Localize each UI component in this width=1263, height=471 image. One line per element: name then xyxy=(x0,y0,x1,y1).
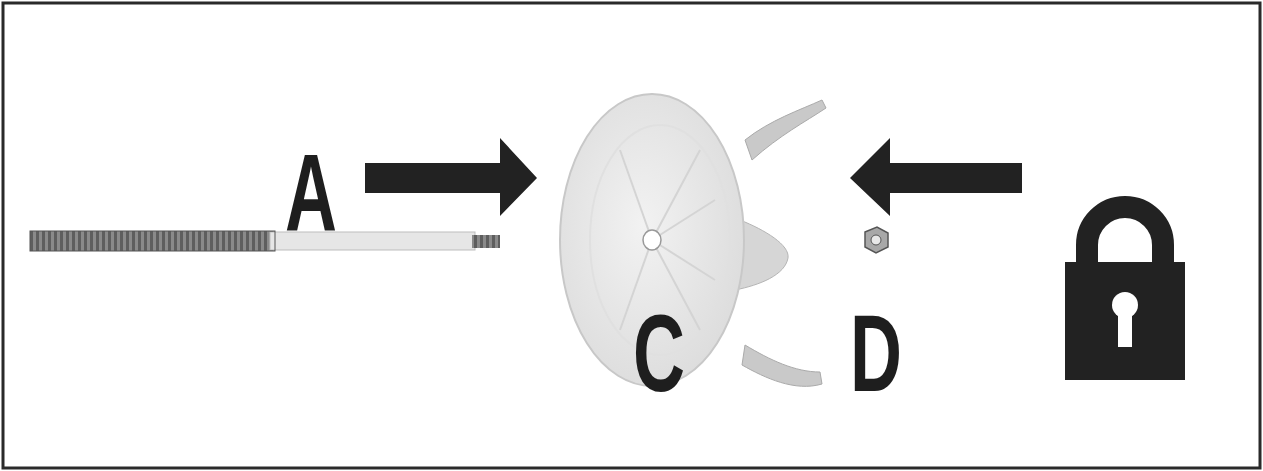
frame xyxy=(3,3,1260,468)
padlock-icon xyxy=(1065,207,1185,380)
arrow-right xyxy=(365,138,537,216)
part-label: A xyxy=(285,137,337,247)
washer-disk xyxy=(560,94,826,386)
threaded-rod xyxy=(30,231,500,251)
part-label: C xyxy=(633,298,685,408)
arrow-left xyxy=(850,138,1022,216)
part-label: D xyxy=(850,298,902,408)
hex-nut xyxy=(865,227,888,253)
